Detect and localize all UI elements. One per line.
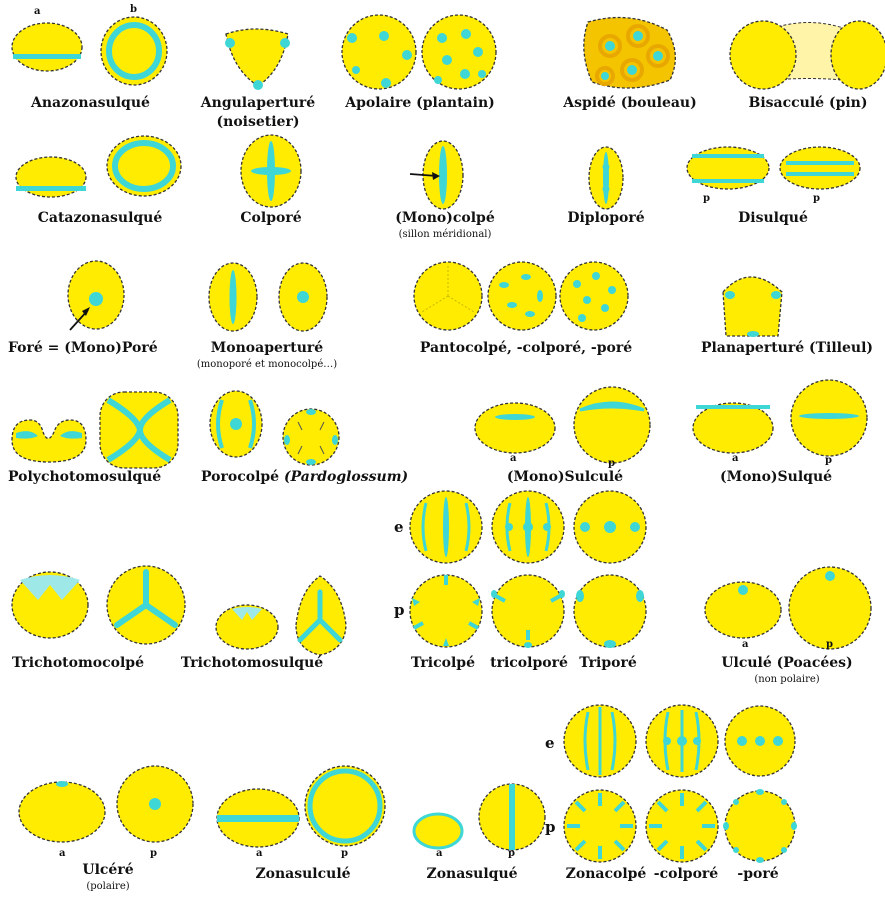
- label-ulcere: Ulcéré: [82, 862, 133, 878]
- mark-p-ulcere: p: [150, 848, 157, 859]
- mark-a-ulcule: a: [742, 639, 748, 650]
- label-tricolpe: Tricolpé: [411, 655, 475, 671]
- ulcule-grains: [705, 567, 871, 649]
- mark-e-zonacolpe: e: [545, 734, 555, 752]
- mark-p-zonasulque: p: [508, 848, 515, 859]
- label-porocolpe: Porocolpé (Pardoglossum): [201, 469, 408, 485]
- label-non-polaire: (non polaire): [754, 674, 819, 685]
- label-aspide: Aspidé (bouleau): [563, 95, 696, 111]
- label-zpore: -poré: [737, 866, 778, 882]
- label-anazonasulque: Anazonasulqué: [31, 95, 150, 111]
- trichotomosulque-grains: [216, 576, 346, 655]
- monocolpe-grain: [410, 141, 463, 209]
- label-planaperture: Planaperturé (Tilleul): [701, 340, 873, 356]
- label-disulque: Disulqué: [738, 210, 808, 226]
- bisaccule-grain: [730, 21, 885, 89]
- label-tripore: Triporé: [579, 655, 637, 671]
- mark-p-monosulcule: p: [608, 458, 615, 469]
- label-monoaperture-sub: (monoporé et monocolpé…): [197, 359, 337, 370]
- fore-grain: [68, 261, 124, 330]
- label-ulcule: Ulculé (Poacées): [721, 655, 852, 671]
- mark-p-zonacolpe: p: [545, 818, 556, 836]
- diplopore-grain: [589, 147, 623, 209]
- zonacolpe-series-p: [564, 789, 797, 863]
- label-diplopore: Diploporé: [567, 210, 644, 226]
- monosulcule-grains: [475, 387, 650, 463]
- mark-e-tricolpe: e: [394, 518, 404, 536]
- label-sillon: (sillon méridional): [399, 229, 492, 240]
- apolaire-grains: [342, 15, 496, 89]
- aspide-grain: [584, 18, 676, 89]
- label-monoaperture: Monoaperturé: [211, 340, 323, 356]
- porocolpe-grains: [210, 391, 339, 465]
- mark-p-disulque-1: p: [703, 193, 710, 204]
- tricolpe-series-p: [410, 575, 646, 648]
- mark-a-zonasulcule: a: [256, 848, 262, 859]
- zonasulque-grains: [414, 784, 545, 850]
- mark-a-zonasulque: a: [436, 848, 442, 859]
- label-zonacolpe: Zonacolpé: [566, 866, 647, 882]
- label-fore: Foré = (Mono)Poré: [8, 340, 158, 356]
- trichotomocolpe-grains: [12, 566, 185, 644]
- monosulque-grains: [693, 380, 867, 456]
- label-polychotomosulque: Polychotomosulqué: [8, 469, 161, 485]
- mark-p-disulque-2: p: [813, 193, 820, 204]
- ulcere-grains: [19, 766, 193, 842]
- mark-a-monosulcule: a: [510, 453, 516, 464]
- disulque-grains: [687, 147, 860, 189]
- label-trichotomosulque: Trichotomosulqué: [181, 655, 323, 671]
- mark-a-anazonasulque: a: [34, 6, 40, 17]
- label-pardoglossum: (Pardoglossum): [284, 469, 408, 485]
- mark-p-monosulque: p: [825, 455, 832, 466]
- mark-a-monosulque: a: [732, 453, 738, 464]
- mark-p-zonasulcule: p: [341, 848, 348, 859]
- zonacolpe-series-e: [564, 705, 795, 777]
- label-monosulque: (Mono)Sulqué: [720, 469, 832, 485]
- label-bisaccule: Bisacculé (pin): [749, 95, 868, 111]
- label-zonasulcule: Zonasulculé: [255, 866, 350, 882]
- mark-p-ulcule: p: [826, 639, 833, 650]
- label-zonasulque: Zonasulqué: [426, 866, 517, 882]
- angulaperture-grain: [225, 29, 290, 90]
- label-trichotomocolpe: Trichotomocolpé: [12, 655, 144, 671]
- mark-b-anazonasulque: b: [130, 4, 137, 15]
- planaperture-grain: [723, 277, 782, 337]
- label-angulaperture: Angulaperturé: [201, 95, 315, 111]
- label-zcolpore: -colporé: [654, 866, 718, 882]
- label-apolaire: Apolaire (plantain): [345, 95, 495, 111]
- label-pantocolpe: Pantocolpé, -colporé, -poré: [420, 340, 632, 356]
- catazonasulque-grains: [16, 136, 181, 197]
- label-polaire: (polaire): [86, 881, 129, 892]
- pantocolpe-grains: [414, 262, 628, 330]
- label-colpore: Colporé: [240, 210, 301, 226]
- anazonasulque-grains: [12, 17, 167, 85]
- mark-a-ulcere: a: [59, 848, 65, 859]
- label-noisetier: (noisetier): [217, 114, 300, 130]
- zonasulcule-grains: [217, 766, 385, 847]
- label-monocolpe: (Mono)colpé: [395, 210, 494, 226]
- label-monosulcule: (Mono)Sulculé: [507, 469, 623, 485]
- tricolpe-series-e: [410, 491, 646, 563]
- polychotomosulque-grains: [12, 392, 178, 468]
- mark-p-tricolpe: p: [394, 601, 405, 619]
- label-catazonasulque: Catazonasulqué: [38, 210, 163, 226]
- label-tricolpore: tricolporé: [490, 655, 568, 671]
- monoaperture-grains: [209, 263, 327, 331]
- colpore-grain: [241, 135, 301, 207]
